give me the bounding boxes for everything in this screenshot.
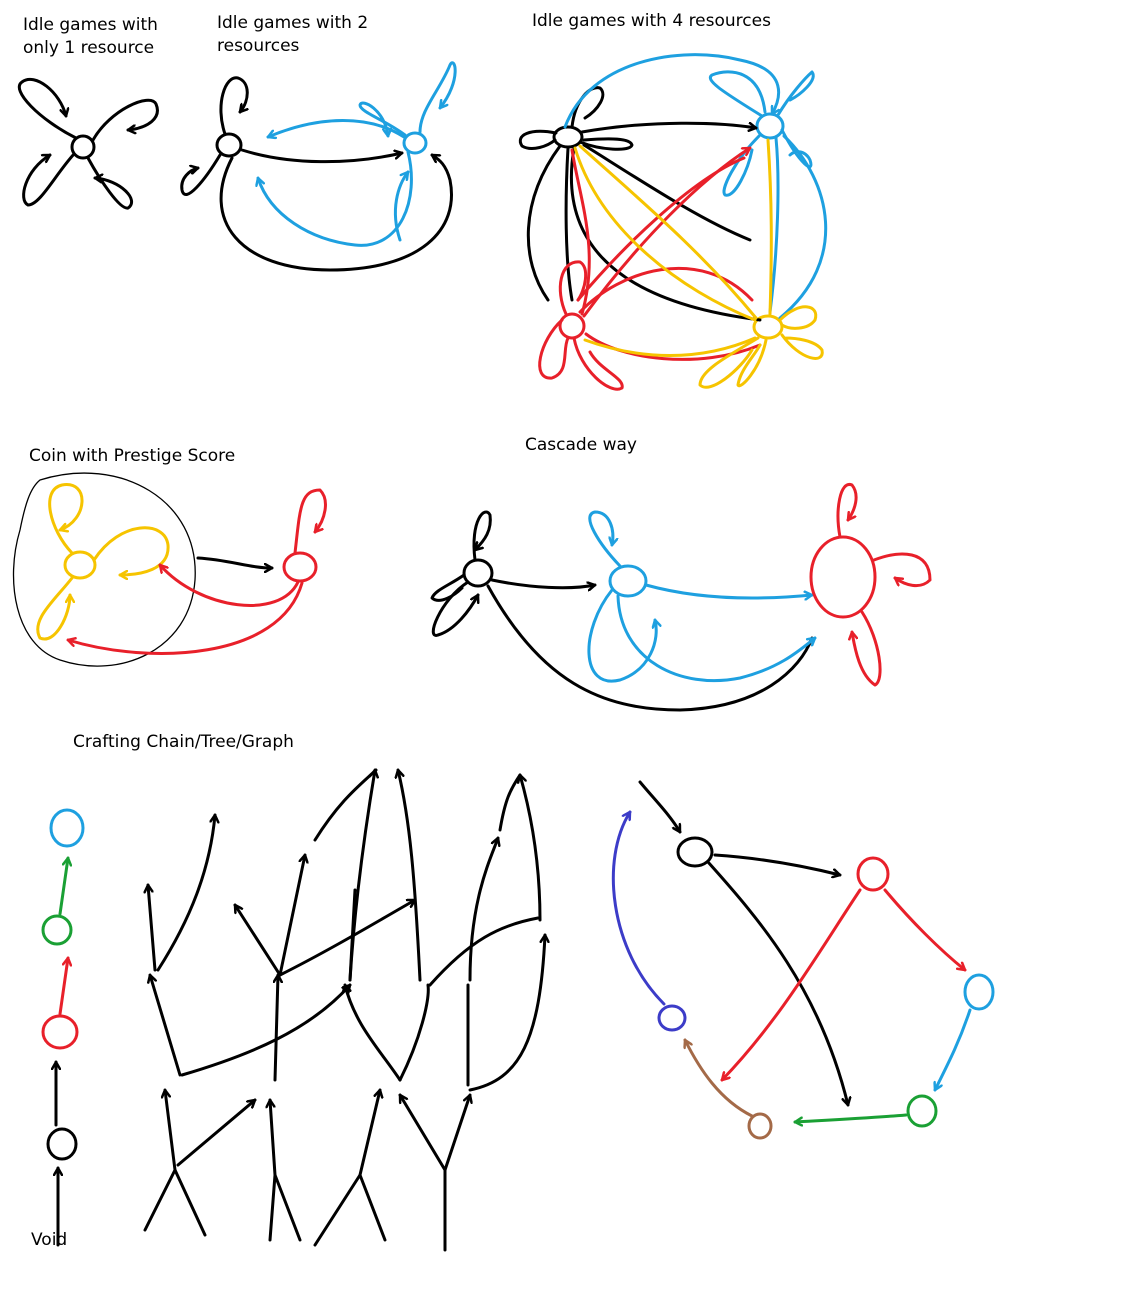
label-crafting: Crafting Chain/Tree/Graph [73, 732, 294, 752]
graph-node-brown [747, 1112, 773, 1140]
diagram-four-resources [518, 53, 828, 391]
label-four-resources: Idle games with 4 resources [532, 11, 771, 31]
chain-node-blue [49, 808, 85, 848]
cascade-node-blue [608, 564, 648, 598]
chain-node-red [41, 1014, 79, 1050]
label-prestige: Coin with Prestige Score [29, 446, 236, 466]
graph-node-green [906, 1094, 938, 1128]
graph-node-black [676, 836, 714, 868]
resource-node-blue [402, 131, 428, 155]
diagram-crafting-graph [611, 780, 995, 1140]
chain-node-green [41, 914, 73, 946]
resource-node-black [215, 132, 243, 158]
diagram-two-resources [180, 61, 457, 272]
label-cascade: Cascade way [525, 435, 637, 455]
label-one-resource: Idle games with only 1 resource [23, 15, 158, 58]
label-two-resources: Idle games with 2 resources [217, 13, 369, 56]
diagram-prestige [12, 472, 327, 667]
cascade-node-red [809, 535, 877, 619]
diagram-one-resource [18, 77, 159, 210]
diagram-cascade [430, 483, 932, 712]
prestige-node [282, 551, 318, 583]
resource-node [70, 134, 96, 160]
diagram-crafting-tree [145, 768, 545, 1252]
prestige-boundary [12, 472, 196, 667]
resource-node-black [552, 125, 584, 149]
coin-node [63, 550, 97, 580]
cascade-node-black [462, 558, 494, 588]
graph-node-blue [963, 973, 995, 1011]
diagram-crafting-chain [41, 808, 85, 1247]
chain-node-black [46, 1127, 78, 1161]
graph-node-red [856, 856, 890, 892]
resource-node-red [558, 312, 586, 340]
graph-node-purple [657, 1004, 687, 1032]
resource-node-yellow [752, 314, 784, 340]
